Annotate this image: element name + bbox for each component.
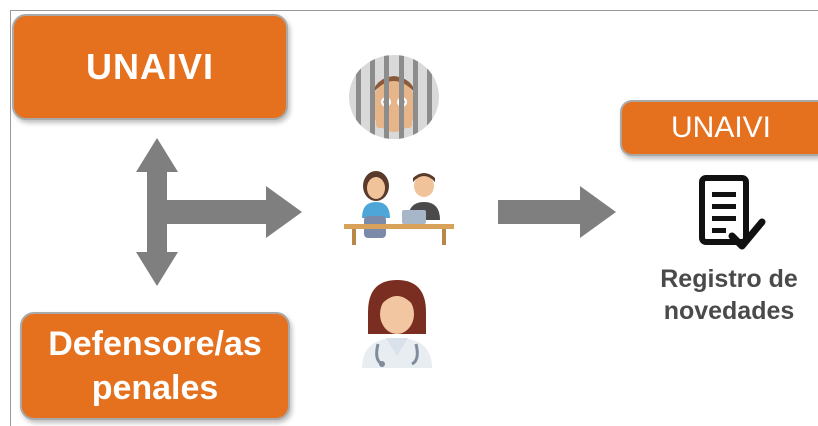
doctor-icon: [362, 280, 432, 368]
caption-line2: novedades: [663, 297, 795, 325]
defensores-label-line2: penales: [91, 369, 219, 407]
prisoner-icon: [349, 55, 439, 139]
registro-caption: Registro de novedades: [640, 263, 818, 327]
defensores-label-line1: Defensore/as: [48, 325, 262, 363]
branch-right-arrow: [167, 186, 302, 238]
caption-line1: Registro de: [660, 265, 798, 293]
vertical-double-arrow: [136, 138, 178, 286]
meeting-icon: [344, 171, 454, 245]
slide-frame: [10, 10, 818, 426]
unaivi-label-left: UNAIVI: [85, 46, 214, 87]
unaivi-box-left: UNAIVI: [12, 14, 288, 120]
unaivi-box-right: UNAIVI: [620, 100, 818, 156]
main-right-arrow: [498, 186, 616, 238]
document-check-icon: [699, 175, 766, 250]
defensores-box: Defensore/as penales: [20, 312, 290, 420]
unaivi-label-right: UNAIVI: [670, 111, 772, 144]
